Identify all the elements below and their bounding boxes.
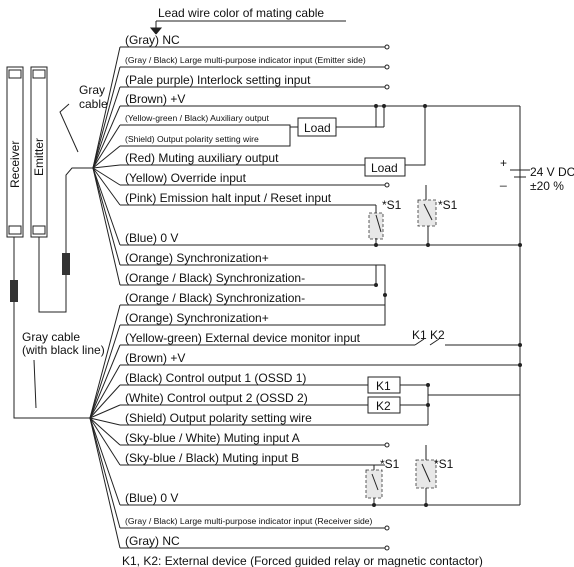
header-arrow [149, 27, 163, 35]
s1-label-2: *S1 [438, 198, 458, 212]
wire-baselines [120, 44, 520, 551]
wire-label: (Orange) Synchronization+ [125, 311, 269, 325]
emitter-wire-labels: (Gray) NC (Gray / Black) Large multi-pur… [125, 33, 366, 285]
gray-cable-label-1: Gray [79, 83, 105, 97]
s1-label-1: *S1 [382, 198, 402, 212]
wire-label: (Orange / Black) Synchronization- [125, 291, 305, 305]
supply-voltage: 24 V DC [530, 165, 574, 179]
emitter-device: Emitter [30, 66, 48, 238]
diagram-header: Lead wire color of mating cable [158, 6, 324, 20]
wire-label: (Gray / Black) Large multi-purpose indic… [125, 55, 366, 65]
receiver-connector [10, 280, 18, 302]
emitter-connector [62, 253, 70, 275]
supply-plus: + [500, 156, 507, 170]
gray-cable-black-label-2: (with black line) [22, 343, 105, 357]
wire-label: (Brown) +V [125, 92, 185, 106]
wire-label: (Blue) 0 V [125, 231, 178, 245]
emitter-label: Emitter [32, 138, 46, 176]
wire-label: (Shield) Output polarity setting wire [125, 134, 259, 144]
wire-label: (Blue) 0 V [125, 491, 178, 505]
wire-label: (Red) Muting auxiliary output [125, 151, 279, 165]
wire-label: (Sky-blue / White) Muting input A [125, 431, 300, 445]
receiver-s1-switch-a [365, 465, 383, 507]
receiver-device: Receiver [6, 66, 24, 238]
wire-label: (Brown) +V [125, 351, 185, 365]
supply-tolerance: ±20 % [530, 179, 564, 193]
load-label-1: Load [304, 121, 331, 135]
wire-label: (Yellow) Override input [125, 171, 247, 185]
wire-label: (Orange) Synchronization+ [125, 251, 269, 265]
receiver-wire-labels: (Orange / Black) Synchronization- (Orang… [125, 291, 373, 548]
receiver-label: Receiver [8, 141, 22, 188]
wire-label: (Gray) NC [125, 534, 180, 548]
emitter-cable [38, 237, 67, 313]
wire-label: (Black) Control output 1 (OSSD 1) [125, 371, 306, 385]
wire-label: (Yellow-green / Black) Auxiliary output [125, 113, 270, 123]
footnote: K1, K2: External device (Forced guided r… [122, 554, 483, 567]
k2-label: K2 [376, 399, 391, 413]
k1k2-label: K1 K2 [412, 328, 445, 342]
wire-label: (Gray / Black) Large multi-purpose indic… [125, 516, 373, 526]
gray-cable-label-2: cable [79, 97, 108, 111]
wire-label: (Gray) NC [125, 33, 180, 47]
gray-cable-black-label-1: Gray cable [22, 330, 80, 344]
k1-label: K1 [376, 379, 391, 393]
receiver-fan [89, 304, 121, 549]
s1-label-4: *S1 [434, 457, 454, 471]
wire-label: (Pale purple) Interlock setting input [125, 73, 311, 87]
emitter-s1-switch-a [368, 205, 384, 247]
receiver-s1-switch-b [415, 445, 437, 507]
wire-label: (Sky-blue / Black) Muting input B [125, 451, 299, 465]
load-box-2 [364, 157, 406, 177]
wire-label: (Pink) Emission halt input / Reset input [125, 191, 332, 205]
wire-label: (Orange / Black) Synchronization- [125, 271, 305, 285]
emitter-s1-switch-b [417, 185, 437, 247]
wire-label: (Yellow-green) External device monitor i… [125, 331, 361, 345]
load-label-2: Load [371, 161, 398, 175]
s1-label-3: *S1 [380, 457, 400, 471]
wire-label: (Shield) Output polarity setting wire [125, 411, 312, 425]
emitter-fan [92, 46, 121, 286]
supply-minus: _ [499, 173, 507, 187]
wire-label: (White) Control output 2 (OSSD 2) [125, 391, 308, 405]
